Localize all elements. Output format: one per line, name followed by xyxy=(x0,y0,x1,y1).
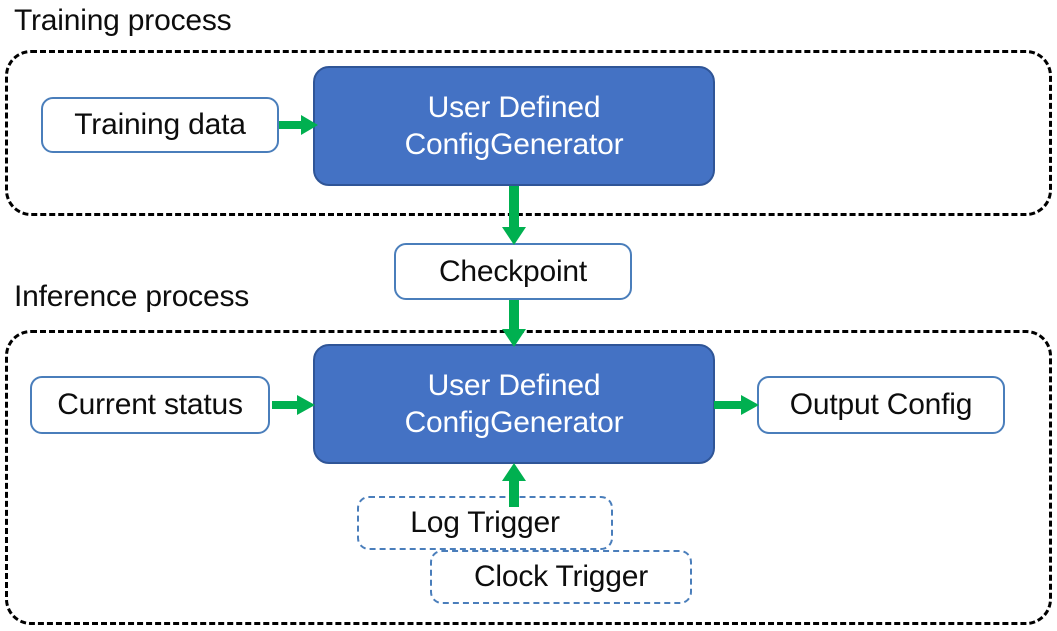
node-training-data-label: Training data xyxy=(74,108,246,141)
node-user-defined-config-generator-training[interactable]: User Defined ConfigGenerator xyxy=(313,66,715,186)
arrow-generator-to-checkpoint xyxy=(501,186,527,246)
node-log-trigger[interactable]: Log Trigger xyxy=(357,496,613,550)
node-current-status-label: Current status xyxy=(57,388,243,421)
node-user-defined-config-generator-inference[interactable]: User Defined ConfigGenerator xyxy=(313,344,715,464)
node-log-trigger-label: Log Trigger xyxy=(410,506,560,539)
training-process-label: Training process xyxy=(14,4,232,37)
training-process-container xyxy=(5,50,1052,216)
inference-process-container xyxy=(5,330,1052,625)
generator-training-line-1: User Defined xyxy=(427,91,601,124)
node-checkpoint-label: Checkpoint xyxy=(438,254,588,288)
generator-inference-line-1: User Defined xyxy=(427,369,601,402)
arrow-generator-to-output-config xyxy=(714,393,760,417)
node-current-status[interactable]: Current status xyxy=(30,376,270,434)
inference-process-label: Inference process xyxy=(14,280,250,313)
node-output-config-label: Output Config xyxy=(789,388,973,421)
node-clock-trigger-label: Clock Trigger xyxy=(473,560,649,593)
generator-inference-line-2: ConfigGenerator xyxy=(404,406,624,439)
node-training-data[interactable]: Training data xyxy=(41,97,279,153)
node-output-config[interactable]: Output Config xyxy=(757,376,1005,434)
arrow-checkpoint-to-generator xyxy=(501,300,527,348)
arrow-training-data-to-generator xyxy=(279,113,319,137)
arrow-triggers-to-generator xyxy=(501,463,527,507)
node-checkpoint[interactable]: Checkpoint xyxy=(394,243,632,300)
node-clock-trigger[interactable]: Clock Trigger xyxy=(430,550,692,604)
arrow-current-status-to-generator xyxy=(272,393,316,417)
generator-training-line-2: ConfigGenerator xyxy=(404,128,624,161)
